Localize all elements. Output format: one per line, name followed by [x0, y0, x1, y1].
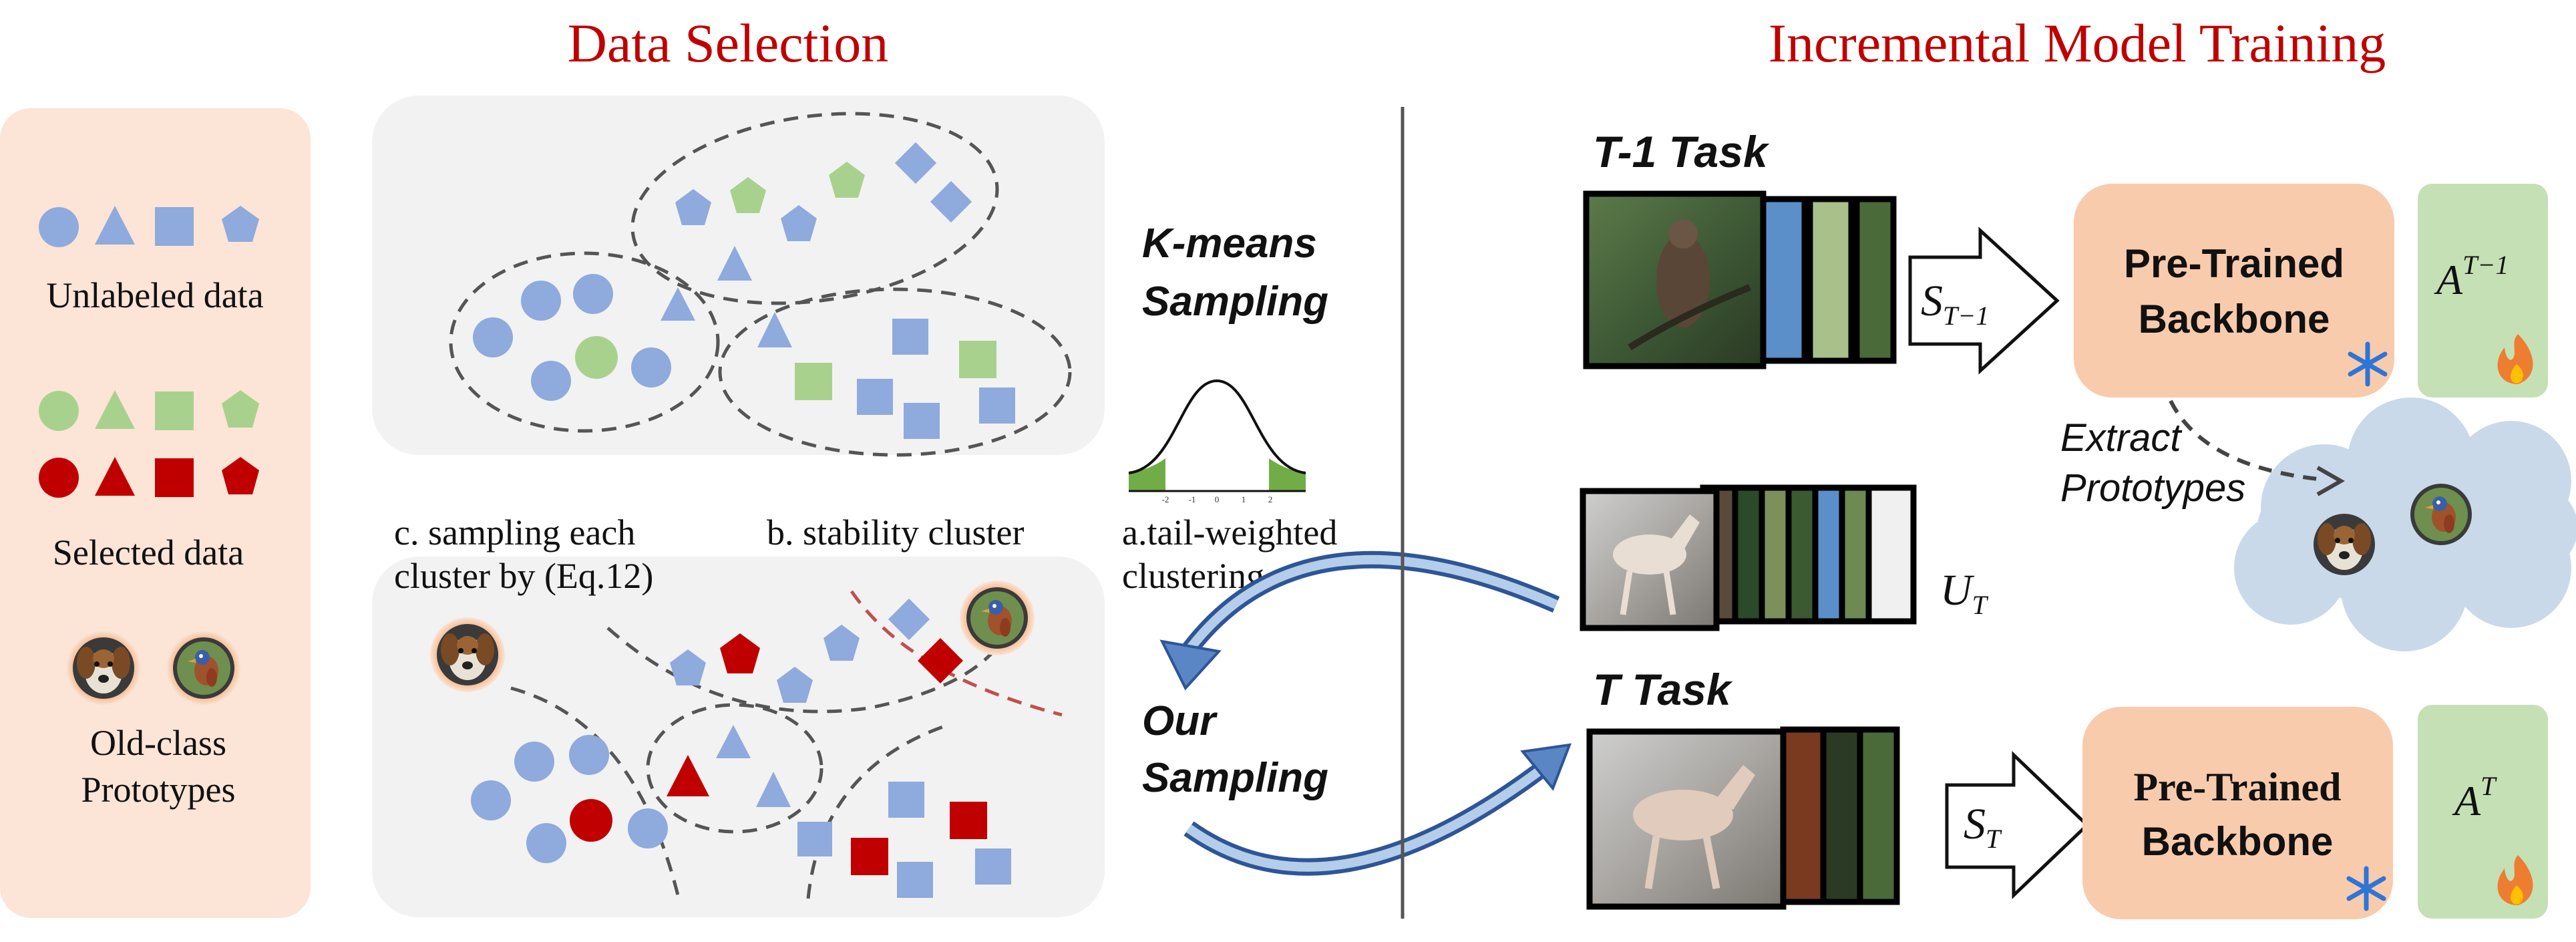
gaussian-distribution-chart: -2 -1 0 1 2	[1128, 379, 1306, 504]
prev-backbone-label-1: Pre-Trained	[2124, 241, 2344, 286]
curr-task-image-stack	[1586, 726, 1900, 910]
tail-weighted-label-1: a.tail-weighted	[1122, 512, 1337, 553]
fire-icon	[2497, 855, 2533, 905]
our-method-label-2: Sampling	[1142, 755, 1328, 801]
legend-prototypes-label-2: Prototypes	[81, 770, 235, 810]
our-sampling-points	[471, 598, 1011, 898]
unlabeled-to-sampling-arrow	[1159, 551, 1560, 691]
prev-backbone-box	[2074, 184, 2394, 398]
snowflake-icon	[2348, 341, 2388, 387]
fire-icon	[2497, 334, 2533, 384]
legend-selected-green-shapes	[39, 390, 259, 431]
prev-task-image-stack	[1583, 190, 1897, 369]
extract-arrow	[2169, 400, 2325, 482]
unlabeled-image-stack	[1580, 484, 1917, 631]
prev-adapter-symbol: AT−1	[2434, 250, 2509, 303]
our-sampling-prototype-bird	[960, 581, 1035, 655]
legend-unlabeled-label: Unlabeled data	[46, 275, 263, 315]
sampling-each-cluster-label-1: c. sampling each	[394, 512, 635, 553]
stability-cluster-label: b. stability cluster	[767, 512, 1024, 553]
gaussian-tick: -1	[1189, 494, 1196, 504]
our-sampling-prototype-dog	[430, 617, 505, 692]
prototype-cloud	[2234, 398, 2576, 651]
legend-panel	[0, 108, 311, 918]
s-curr-symbol: ST	[1964, 800, 2002, 854]
s-prev-symbol: ST−1	[1921, 277, 1989, 331]
u-symbol: UT	[1940, 566, 1989, 620]
extract-label-2: Prototypes	[2060, 466, 2245, 510]
s-prev-arrow	[1908, 226, 2060, 375]
extract-label-1: Extract	[2060, 416, 2183, 460]
s-curr-arrow	[1945, 751, 2090, 899]
cloud-prototype-dog	[2314, 514, 2375, 575]
gaussian-tick: 2	[1268, 494, 1273, 504]
legend-prototype-dog	[66, 631, 141, 705]
curr-backbone-label-2: Backbone	[2142, 819, 2334, 864]
curr-adapter-symbol: AT	[2452, 771, 2497, 824]
legend-prototype-bird	[166, 631, 241, 705]
sampling-to-task-arrow	[1183, 743, 1572, 876]
curr-backbone-label-1: Pre-Trained	[2133, 765, 2341, 809]
prev-backbone-label-2: Backbone	[2139, 297, 2330, 341]
gaussian-tick: -2	[1162, 494, 1169, 504]
gaussian-tick: 1	[1242, 494, 1246, 504]
data-selection-title: Data Selection	[568, 13, 888, 73]
legend-unlabeled-shapes	[39, 206, 259, 247]
cloud-prototype-bird	[2410, 484, 2472, 545]
kmeans-method-label-1: K-means	[1142, 220, 1317, 267]
prev-task-label: T-1 Task	[1593, 127, 1770, 176]
legend-prototypes-label-1: Old-class	[90, 723, 226, 763]
curr-backbone-box	[2082, 707, 2393, 919]
our-method-label-1: Our	[1142, 698, 1218, 744]
kmeans-cluster-outlines	[449, 112, 1072, 457]
legend-selected-red-shapes	[39, 457, 259, 498]
sampling-each-cluster-label-2: cluster by (Eq.12)	[394, 556, 653, 596]
legend-selected-label: Selected data	[53, 532, 244, 573]
incremental-training-title: Incremental Model Training	[1769, 13, 2386, 73]
snowflake-icon	[2346, 866, 2386, 911]
kmeans-method-label-2: Sampling	[1142, 279, 1328, 325]
extract-arrowhead	[2316, 466, 2346, 496]
gaussian-tick: 0	[1215, 494, 1220, 504]
curr-task-label: T Task	[1593, 665, 1733, 714]
